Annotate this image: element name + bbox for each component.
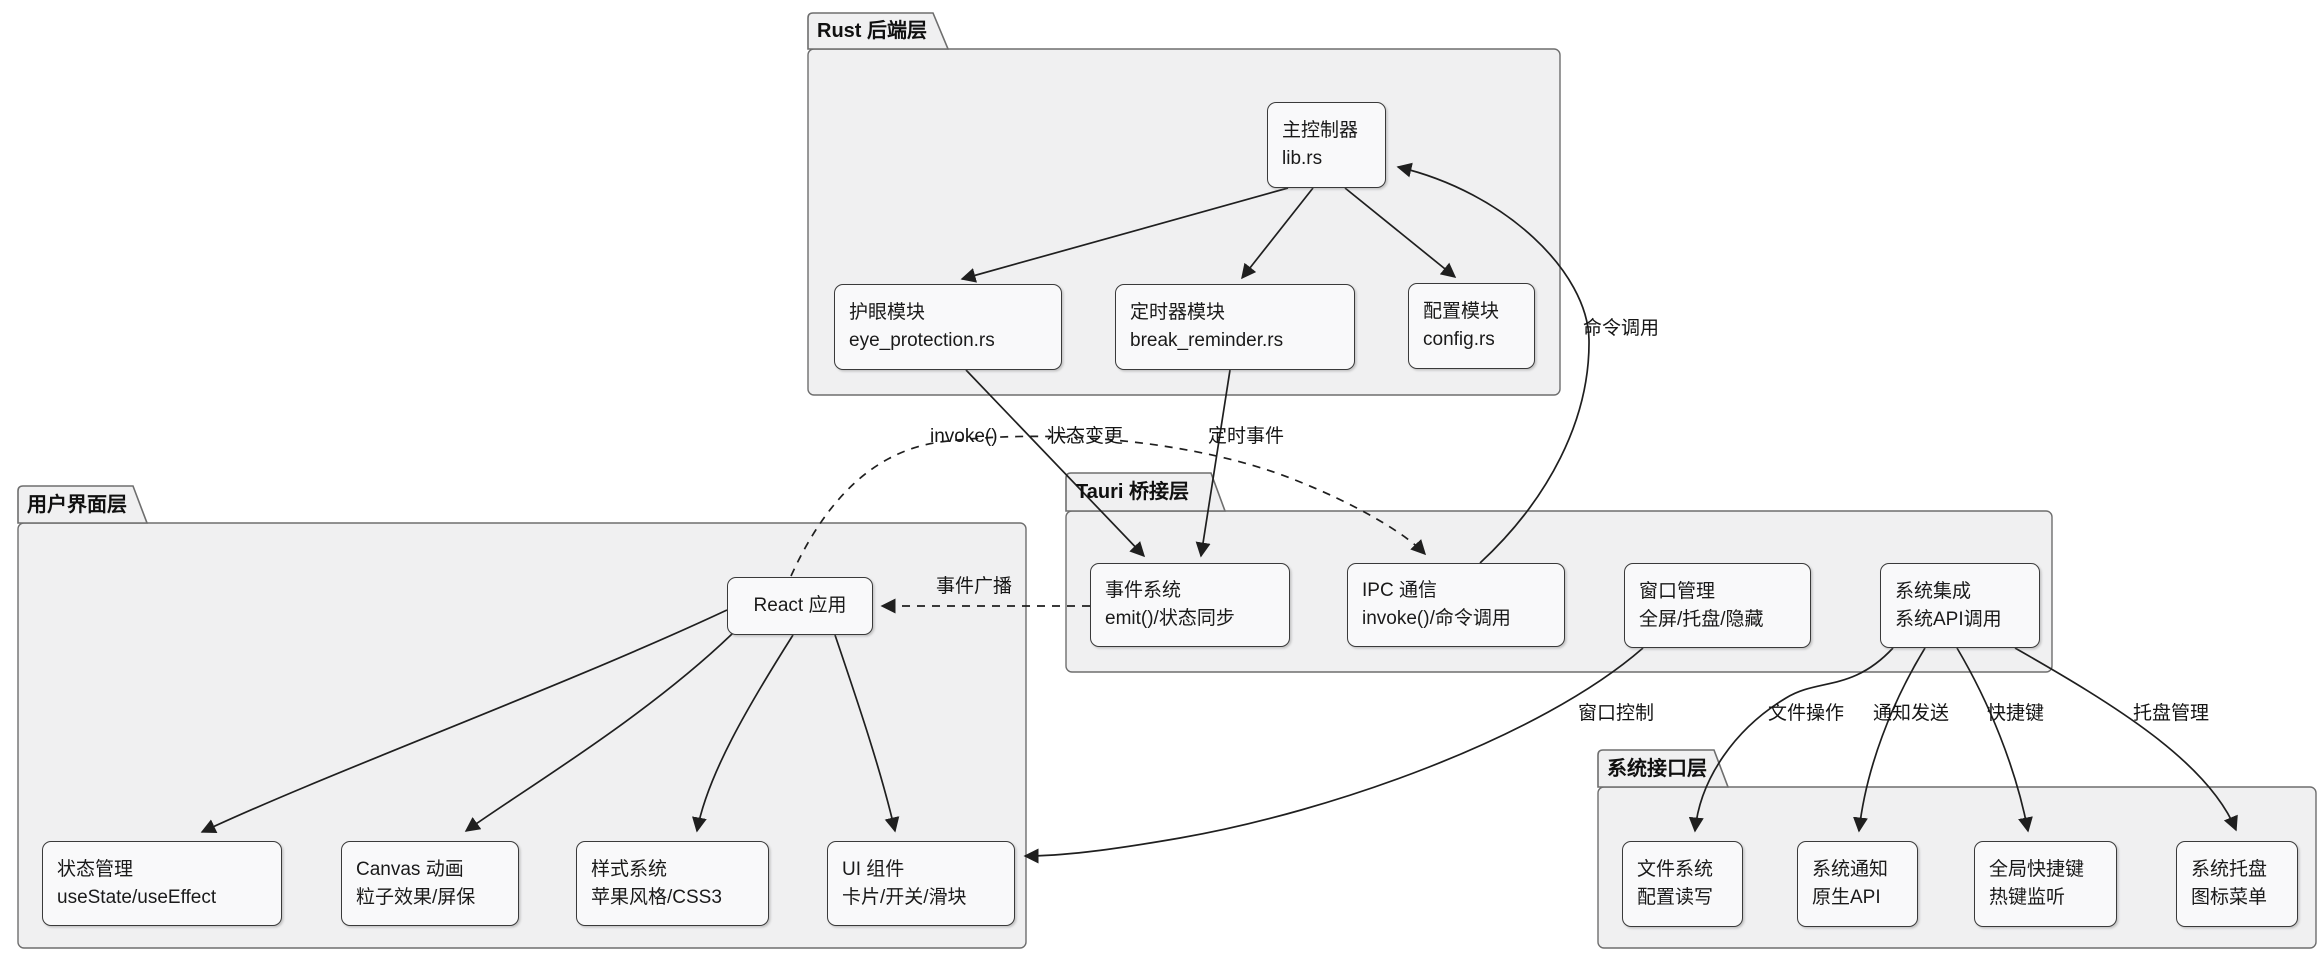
node-text-line: 苹果风格/CSS3: [591, 886, 722, 908]
node-text-line: 全局快捷键: [1989, 859, 2085, 880]
node-text-line: 原生API: [1812, 887, 1881, 908]
node-sys-notify: 系统通知 原生API: [1797, 841, 1918, 927]
package-ui-layer-tab: [17, 485, 149, 524]
package-system-interface-body: [1597, 786, 2317, 949]
node-sys-tray: 系统托盘 图标菜单: [2176, 841, 2298, 927]
node-canvas-anim: Canvas 动画 粒子效果/屏保: [341, 841, 519, 926]
edge-lib-to-timer: [1241, 187, 1314, 280]
node-text-line: 系统通知: [1812, 859, 1889, 880]
node-text-line: 全屏/托盘/隐藏: [1639, 608, 1764, 630]
node-text-line: break_reminder.rs: [1130, 330, 1284, 351]
edge-eye-to-event-system: [965, 369, 1146, 558]
edge-lib-to-eye-protection: [960, 187, 1289, 283]
node-text-line: 图标菜单: [2191, 887, 2268, 908]
edge-system-integ-to-sys-notify: [1853, 647, 1926, 833]
node-text-line: 配置读写: [1637, 887, 1714, 908]
node-text-line: UI 组件: [842, 858, 905, 880]
node-event-system: 事件系统 emit()/状态同步: [1090, 563, 1290, 647]
node-text-line: 系统API调用: [1895, 608, 2002, 630]
node-text-line: config.rs: [1423, 329, 1495, 350]
edge-label-tray-manage: 托盘管理: [2133, 703, 2210, 724]
edge-react-to-ipc-invoke: [790, 435, 1427, 577]
node-main-controller: 主控制器 lib.rs: [1267, 102, 1386, 188]
edge-react-to-state-mgmt: [200, 609, 728, 834]
edge-label-state-change: 状态变更: [1047, 426, 1124, 447]
edge-label-invoke: invoke(): [930, 426, 998, 447]
node-text-line: 窗口管理: [1639, 580, 1716, 602]
edge-label-notify-send: 通知发送: [1873, 703, 1950, 724]
edge-window-mgmt-to-ui-components: [1023, 647, 1644, 864]
node-text-line: Canvas 动画: [356, 858, 464, 880]
edge-system-integ-to-sys-tray: [2014, 647, 2238, 832]
node-eye-protection: 护眼模块 eye_protection.rs: [834, 284, 1062, 370]
node-text-line: 状态管理: [57, 858, 134, 880]
package-title-ui-layer: 用户界面层: [27, 494, 127, 516]
node-text-line: 事件系统: [1105, 580, 1182, 601]
edge-label-command-call: 命令调用: [1583, 318, 1660, 339]
edge-ipc-to-lib-command-call: [1396, 162, 1590, 564]
edge-timer-to-event-system: [1195, 369, 1231, 558]
node-timer-module: 定时器模块 break_reminder.rs: [1115, 284, 1355, 370]
node-text-line: useState/useEffect: [57, 886, 217, 908]
edge-label-window-control: 窗口控制: [1578, 703, 1655, 724]
edge-label-hotkey: 快捷键: [1987, 703, 2045, 724]
node-text-line: invoke()/命令调用: [1362, 608, 1511, 629]
edge-lib-to-config: [1344, 187, 1457, 278]
node-text-line: 热键监听: [1989, 887, 2066, 908]
edge-system-integ-to-file-system: [1688, 647, 1894, 833]
node-text-line: IPC 通信: [1362, 580, 1437, 601]
node-text-line: 定时器模块: [1130, 302, 1226, 323]
node-text-line: React 应用: [753, 595, 847, 616]
node-config-module: 配置模块 config.rs: [1408, 283, 1535, 369]
node-react-app: React 应用: [727, 577, 873, 635]
node-text-line: 系统托盘: [2191, 859, 2268, 880]
node-system-integ: 系统集成 系统API调用: [1880, 563, 2040, 648]
package-title-rust-backend: Rust 后端层: [817, 20, 927, 42]
node-global-hotkey: 全局快捷键 热键监听: [1974, 841, 2117, 927]
node-state-mgmt: 状态管理 useState/useEffect: [42, 841, 282, 926]
node-text-line: lib.rs: [1282, 148, 1323, 169]
node-text-line: 样式系统: [591, 858, 668, 880]
node-text-line: 卡片/开关/滑块: [842, 886, 967, 908]
node-ipc-comm: IPC 通信 invoke()/命令调用: [1347, 563, 1565, 647]
node-text-line: eye_protection.rs: [849, 330, 995, 351]
node-text-line: 配置模块: [1423, 301, 1500, 322]
node-text-line: 主控制器: [1282, 120, 1359, 141]
node-text-line: 系统集成: [1895, 580, 1972, 602]
node-text-line: emit()/状态同步: [1105, 608, 1235, 629]
package-rust-backend-tab: [807, 12, 950, 50]
node-ui-components: UI 组件 卡片/开关/滑块: [827, 841, 1015, 926]
package-tauri-bridge-tab: [1065, 472, 1227, 512]
edge-label-timer-event: 定时事件: [1208, 426, 1285, 447]
edge-react-to-canvas-anim: [464, 632, 734, 832]
edge-label-event-broadcast: 事件广播: [936, 576, 1013, 597]
package-system-interface-tab: [1597, 749, 1730, 788]
node-text-line: 护眼模块: [849, 302, 926, 323]
edge-react-to-ui-components: [834, 634, 900, 833]
package-title-tauri-bridge: Tauri 桥接层: [1076, 481, 1189, 503]
edge-react-to-style-system: [692, 634, 794, 833]
edge-system-integ-to-global-hotkey: [1956, 647, 2033, 833]
node-style-system: 样式系统 苹果风格/CSS3: [576, 841, 769, 926]
node-text-line: 粒子效果/屏保: [356, 886, 476, 908]
node-file-system: 文件系统 配置读写: [1622, 841, 1743, 927]
node-text-line: 文件系统: [1637, 859, 1714, 880]
node-window-mgmt: 窗口管理 全屏/托盘/隐藏: [1624, 563, 1811, 648]
edge-label-file-operation: 文件操作: [1768, 703, 1845, 724]
package-title-system-interface: 系统接口层: [1607, 758, 1707, 780]
